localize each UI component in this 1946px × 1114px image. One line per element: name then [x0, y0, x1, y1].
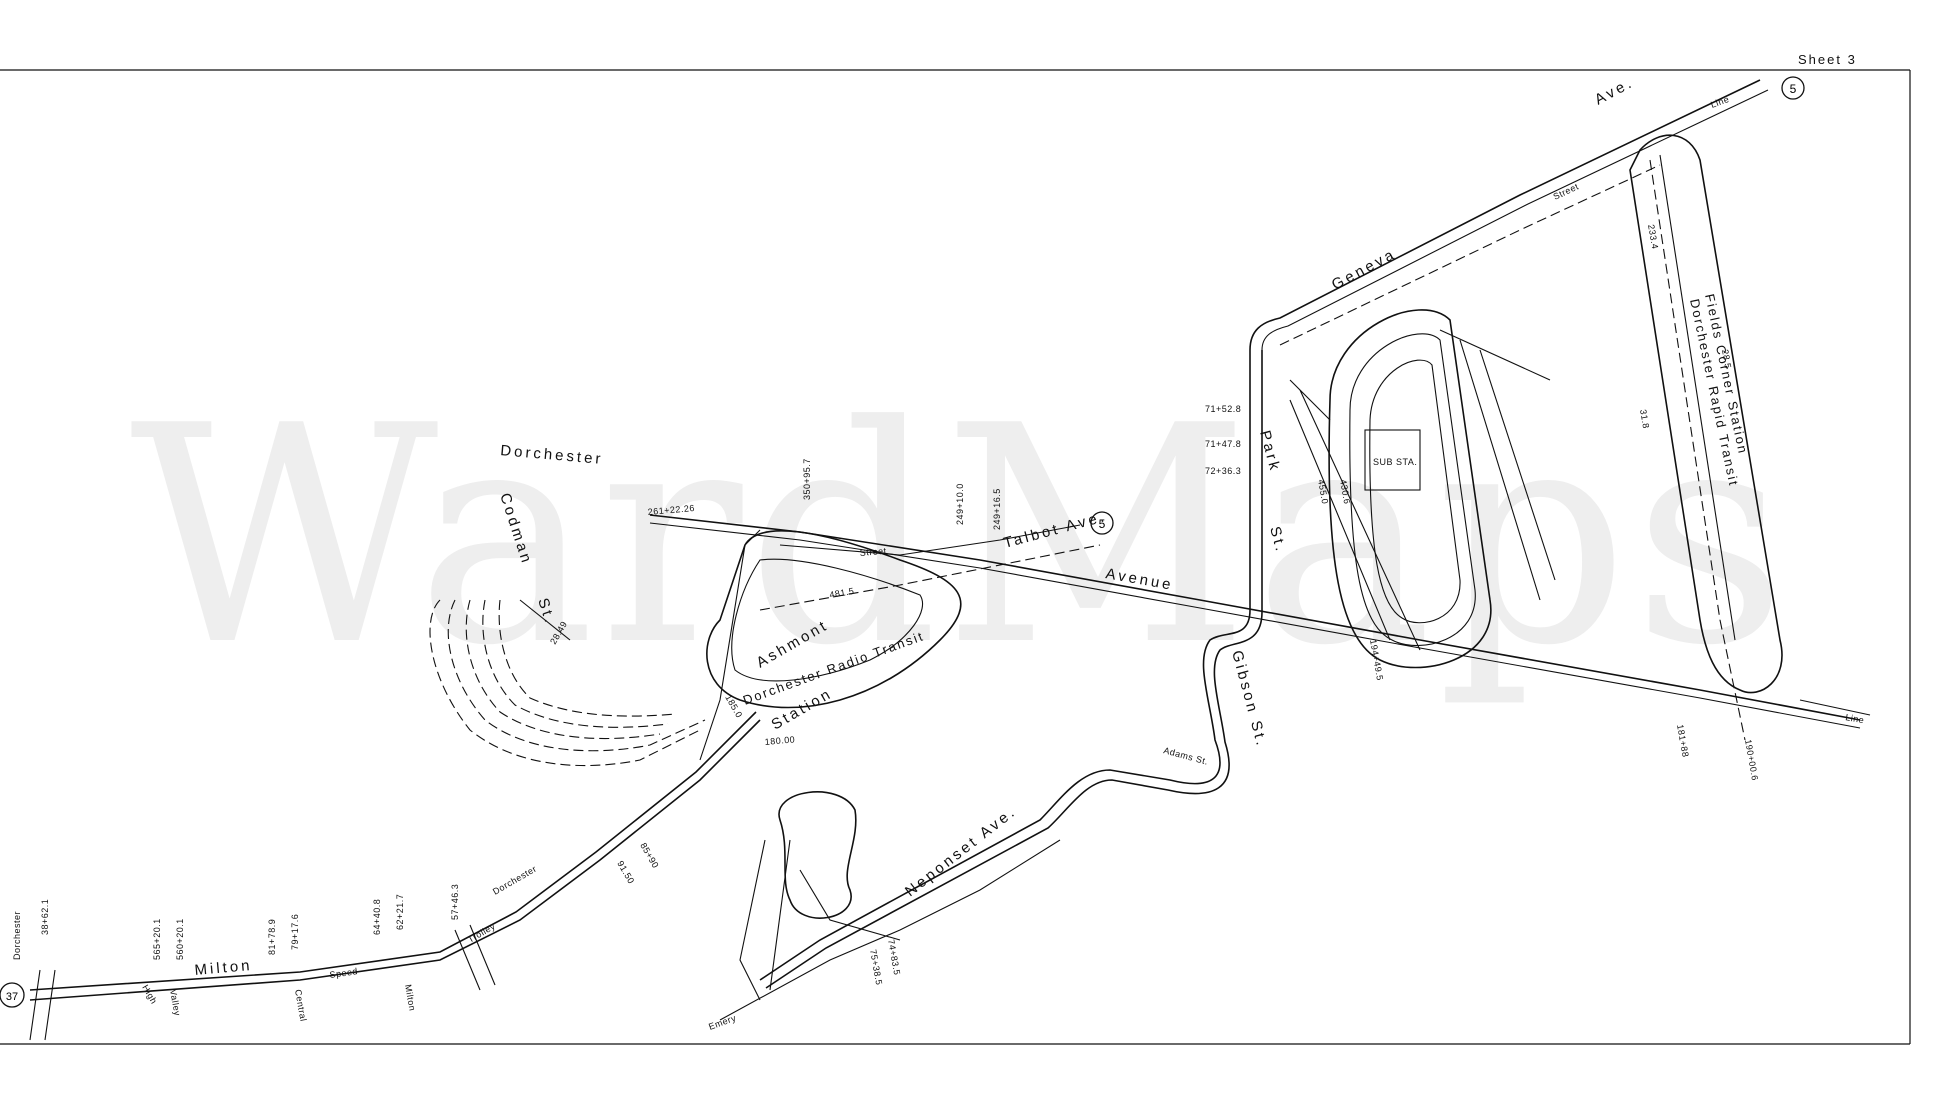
street-label-high: High	[140, 983, 159, 1006]
street-label-dorchester-left: Dorchester	[12, 911, 22, 960]
annotation-sta-56060: 560+20.1	[175, 918, 185, 960]
annotation-sta-6217: 62+21.7	[395, 894, 405, 930]
street-crossing-2	[29, 969, 56, 1041]
street-label-geneva: Geneva	[1329, 245, 1399, 293]
street-crossing-3	[1799, 699, 1871, 716]
annotation-sta-1850b: 180.00	[764, 734, 795, 747]
annotation-sta-72363: 72+36.3	[1205, 466, 1241, 476]
annotation-sta-5743: 57+46.3	[450, 884, 460, 920]
codman-yard-tracks-2	[447, 599, 706, 752]
street-label-adams: Adams St.	[1162, 745, 1209, 767]
codman-yard-tracks-3	[465, 599, 661, 740]
annotation-sta-street1: Street	[859, 546, 887, 558]
route-5-top-label: 5	[1790, 82, 1797, 96]
fields-corner-loop	[1629, 134, 1783, 694]
street-label-trolley: Trolley	[466, 921, 497, 945]
annotation-sta-56520: 565+20.1	[152, 918, 162, 960]
neponset-approach	[719, 839, 1061, 1021]
annotation-sta-1818: 181+88	[1675, 724, 1691, 759]
street-label-central: Central	[293, 989, 308, 1023]
codman-yard-tracks	[429, 599, 701, 767]
codman-street-line	[519, 599, 571, 641]
annotation-sta-64403: 64+40.8	[372, 899, 382, 935]
substation-building	[1364, 429, 1421, 491]
milton-trolley-line-2	[29, 711, 757, 991]
fields-corner-inner	[1659, 154, 1736, 641]
annotation-sta-talbot2: 249+16.5	[992, 488, 1002, 530]
park-gibson-track	[759, 350, 1251, 981]
station-annotations: 261+22.26 350+95.7 249+10.0 249+16.5 71+52.8…	[40, 94, 1865, 986]
route-5-marker-top: 5	[1781, 76, 1805, 100]
annotation-sta-line1: Line	[1709, 94, 1730, 110]
street-label-speed: Speed	[329, 966, 359, 980]
street-crossing-1	[454, 924, 496, 991]
ashmont-connector	[699, 529, 761, 761]
annotation-sta-261: 261+22.26	[647, 503, 695, 517]
rapid-transit-line	[759, 544, 1101, 611]
street-label-milton: Milton	[194, 957, 253, 979]
park-gibson-track-2	[765, 350, 1263, 989]
talbot-track	[779, 524, 1081, 556]
annotation-sta-line2: Line	[1845, 712, 1865, 725]
neponset-loop	[778, 791, 857, 919]
street-label-park-st: St.	[1266, 525, 1289, 556]
street-label-milton-small: Milton	[403, 984, 418, 1012]
annotation-sta-dupont: 350+95.7	[802, 458, 812, 500]
annotation-sta-2334: 233.4	[1646, 224, 1660, 250]
annotation-sta-4306: 430.6	[1338, 479, 1352, 505]
dorchester-ave-track-2	[649, 522, 1861, 729]
annotation-sta-71472: 71+47.8	[1205, 439, 1241, 449]
annotation-sta-8170: 81+78.9	[267, 919, 277, 955]
yard-oval-outer	[1328, 309, 1492, 669]
codman-yard-tracks-5	[498, 599, 676, 717]
annotation-sta-4815: 481.5	[829, 586, 855, 600]
annotation-sta-71452: 71+52.8	[1205, 404, 1241, 414]
geneva-rapid-transit	[1279, 164, 1661, 346]
ashmont-inner-loop	[731, 558, 924, 682]
neponset-inner	[739, 839, 901, 1001]
street-label-neponset: Neponset Ave.	[902, 803, 1020, 900]
station-label-emery: Emery	[707, 1013, 737, 1032]
annotation-sta-7483: 74+83.5	[886, 939, 902, 976]
annotation-sta-street2: Street	[1552, 181, 1581, 201]
yard-tracks	[1289, 329, 1556, 651]
substation-label: SUB STA.	[1373, 457, 1417, 467]
codman-yard-tracks-4	[482, 599, 669, 728]
watermark-text: WardMaps	[130, 362, 1791, 711]
annotation-sta-318: 31.8	[1638, 409, 1651, 430]
ashmont-loop	[706, 530, 962, 709]
annotation-sta-285: 28.5	[1720, 349, 1733, 370]
annotation-sta-9150: 91.50	[615, 859, 636, 886]
route-37-label: 37	[6, 991, 18, 1003]
annotation-sta-8590: 85+90	[638, 841, 661, 870]
annotation-sta-1906: 190+00.6	[1743, 739, 1760, 782]
geneva-ave-track-2	[1261, 89, 1769, 351]
annotation-sta-38: 38+62.1	[40, 899, 50, 935]
milton-trolley-line	[29, 719, 761, 1001]
annotation-sta-talbot1: 249+10.0	[955, 483, 965, 525]
street-label-geneva-ave: Ave.	[1592, 74, 1637, 109]
annotation-sta-456: 455.0	[1316, 479, 1330, 505]
fields-corner-rapid-transit	[1649, 159, 1746, 741]
route-5-marker-talbot: 5	[1090, 511, 1114, 535]
geneva-ave-track	[1249, 79, 1761, 351]
street-label-dorchester-lower: Dorchester	[491, 864, 538, 897]
sheet-label: Sheet 3	[1798, 52, 1857, 67]
annotation-sta-7917: 79+17.6	[290, 914, 300, 950]
annotation-sta-7538: 75+38.5	[868, 949, 884, 986]
route-5-talbot-label: 5	[1099, 517, 1106, 531]
route-37-marker: 37	[0, 982, 25, 1008]
yard-oval-mid	[1349, 333, 1476, 647]
street-label-valley: Valley	[168, 989, 183, 1017]
